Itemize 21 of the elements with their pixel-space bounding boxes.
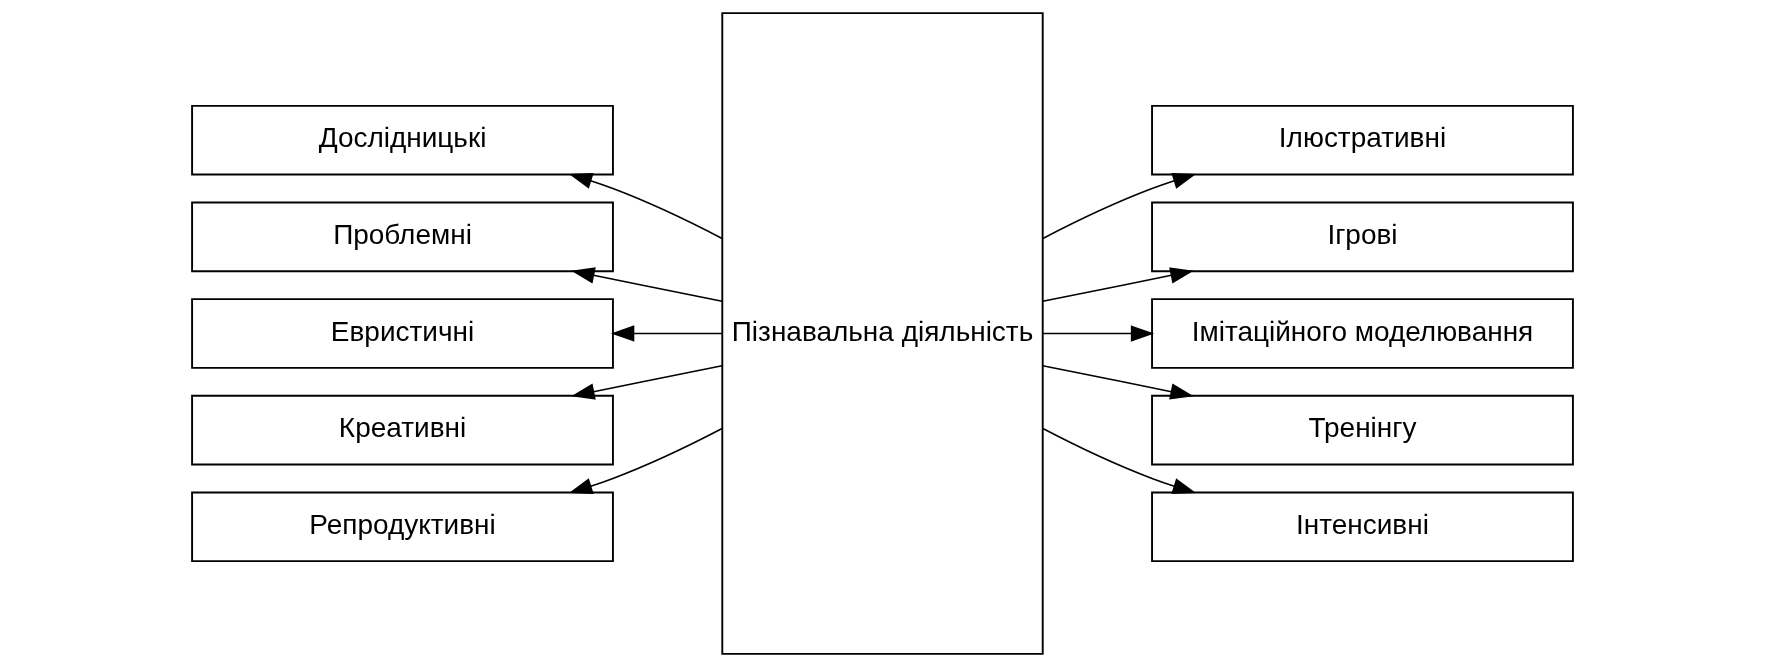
arrow	[1042, 325, 1155, 342]
node-box: Ілюстративні	[1151, 104, 1574, 176]
node-box: Репродуктивні	[191, 491, 614, 563]
arrow	[1042, 267, 1194, 303]
arrow	[1042, 173, 1197, 240]
arrow	[1042, 427, 1197, 494]
node-box: Проблемні	[191, 201, 614, 273]
arrow	[571, 364, 723, 400]
node-box: Дослідницькі	[191, 104, 614, 176]
arrow	[568, 427, 723, 494]
node-box: Інтенсивні	[1151, 491, 1574, 563]
arrow	[610, 325, 723, 342]
node-box: Імітаційного моделювання	[1151, 298, 1574, 369]
node-box: Пізнавальна діяльність	[721, 12, 1044, 655]
node-box: Тренінгу	[1151, 394, 1574, 466]
node-box: Евристичні	[191, 298, 614, 369]
arrow	[568, 173, 723, 240]
node-box: Ігрові	[1151, 201, 1574, 273]
node-box: Креативні	[191, 394, 614, 466]
arrow	[571, 267, 723, 303]
arrow	[1042, 364, 1194, 400]
